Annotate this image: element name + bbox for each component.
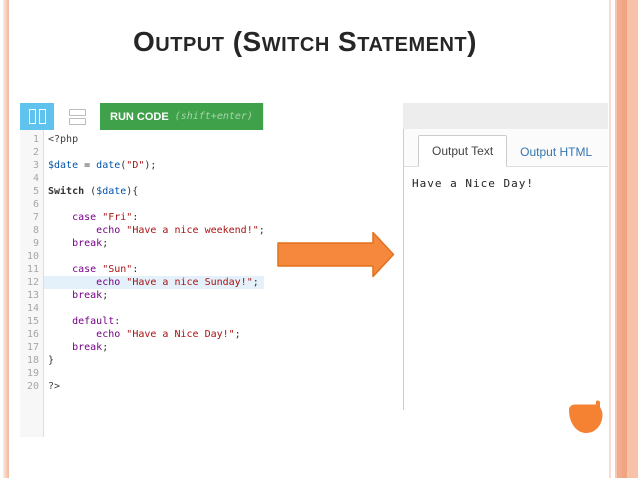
code-line: echo "Have a nice weekend!"; (96, 225, 264, 236)
code-line: case "Sun": (72, 264, 139, 275)
line-number: 17 (26, 342, 39, 353)
code-line: $date = date("D"); (48, 160, 157, 171)
code-line: Switch ($date){ (48, 186, 139, 197)
line-number: 11 (26, 264, 39, 275)
line-number: 12 (26, 277, 39, 288)
line-number: 6 (32, 199, 39, 210)
line-number: 4 (32, 173, 39, 184)
toolbar-filler (262, 103, 264, 130)
line-number: 5 (32, 186, 39, 197)
code-line: break; (72, 342, 109, 353)
output-panel-topbar (403, 103, 608, 129)
layout-columns-button[interactable] (20, 103, 54, 130)
output-tabs: Output Text Output HTML (404, 129, 608, 167)
line-number: 13 (26, 290, 39, 301)
output-panel: Output Text Output HTML Have a Nice Day! (403, 103, 608, 410)
line-number: 16 (26, 329, 39, 340)
output-text: Have a Nice Day! (412, 177, 534, 190)
code-line: break; (72, 290, 109, 301)
orange-blob-shape (567, 400, 607, 440)
run-code-label: RUN CODE (110, 110, 169, 123)
line-number: 15 (26, 316, 39, 327)
rows-layout-icon (68, 117, 86, 125)
line-number: 19 (26, 368, 39, 379)
code-line: <?php (48, 134, 79, 145)
layout-rows-button[interactable] (62, 103, 92, 130)
columns-layout-icon (28, 109, 36, 124)
rows-layout-icon (68, 108, 86, 116)
run-code-button[interactable]: RUN CODE (shift+enter) (100, 103, 263, 130)
run-code-shortcut-hint: (shift+enter) (174, 111, 253, 122)
columns-layout-icon (38, 109, 46, 124)
line-number: 2 (32, 147, 39, 158)
line-number: 9 (32, 238, 39, 249)
page-title: Output (Switch Statement) (133, 26, 477, 57)
slide-border-left (3, 0, 9, 478)
tab-output-html[interactable]: Output HTML (520, 145, 593, 159)
slide-border-right (609, 0, 638, 478)
line-number: 10 (26, 251, 39, 262)
line-number: 1 (32, 134, 39, 145)
code-line: break; (72, 238, 109, 249)
code-line (44, 172, 264, 185)
code-line: default: (72, 316, 121, 327)
code-line (44, 198, 264, 211)
line-number: 8 (32, 225, 39, 236)
editor-toolbar: RUN CODE (shift+enter) (20, 103, 264, 130)
code-line (44, 367, 264, 380)
line-number: 18 (26, 355, 39, 366)
output-panel-content: Output Text Output HTML Have a Nice Day! (403, 129, 608, 410)
line-number: 3 (32, 160, 39, 171)
arrow-right-shape (277, 231, 395, 278)
line-number: 20 (26, 381, 39, 392)
line-number: 7 (32, 212, 39, 223)
code-lines: <?php $date = date("D"); Switch ($date){… (44, 130, 264, 437)
code-line: echo "Have a nice Sunday!"; (44, 276, 264, 289)
tab-output-text[interactable]: Output Text (418, 135, 508, 167)
line-number: 14 (26, 303, 39, 314)
code-line (44, 146, 264, 159)
code-line: echo "Have a Nice Day!"; (96, 329, 241, 340)
code-line: } (48, 355, 55, 366)
code-line (44, 250, 264, 263)
code-line (44, 302, 264, 315)
code-line: ?> (48, 381, 61, 392)
code-line: case "Fri": (72, 212, 139, 223)
